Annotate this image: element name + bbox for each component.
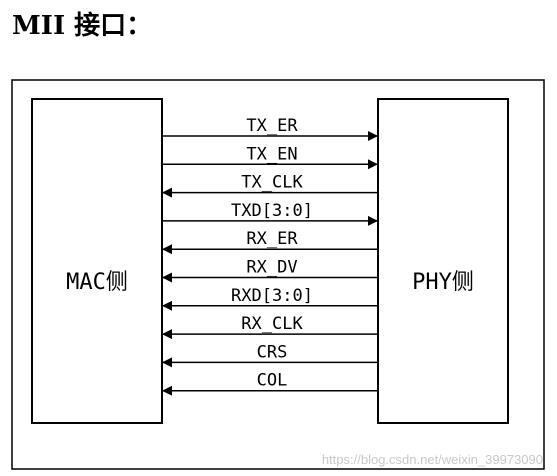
phy-label: PHY侧 bbox=[412, 270, 474, 295]
signal-label-rxd-3-0: RXD[3:0] bbox=[231, 286, 313, 306]
outer-frame bbox=[11, 79, 545, 470]
signal-label-col: COL bbox=[257, 371, 288, 391]
signal-label-tx-en: TX_EN bbox=[246, 144, 297, 164]
mac-block bbox=[31, 98, 163, 424]
signal-label-rx-er: RX_ER bbox=[246, 229, 298, 249]
signal-label-rx-clk: RX_CLK bbox=[241, 314, 303, 334]
signal-label-crs: CRS bbox=[257, 342, 288, 362]
page-title: MII 接口： bbox=[12, 11, 153, 41]
signal-label-txd-3-0: TXD[3:0] bbox=[231, 201, 313, 221]
phy-block bbox=[377, 98, 509, 424]
mac-label: MAC侧 bbox=[66, 270, 128, 295]
signal-label-rx-dv: RX_DV bbox=[246, 258, 297, 278]
signal-lines: TX_ER TX_EN TX_CLK TXD[3:0] RX_ER RX_DV RXD[3:… bbox=[162, 116, 378, 396]
signal-label-tx-er: TX_ER bbox=[246, 116, 298, 136]
watermark: https://blog.csdn.net/weixin_39973090 bbox=[322, 452, 543, 467]
signal-label-tx-clk: TX_CLK bbox=[241, 173, 303, 193]
